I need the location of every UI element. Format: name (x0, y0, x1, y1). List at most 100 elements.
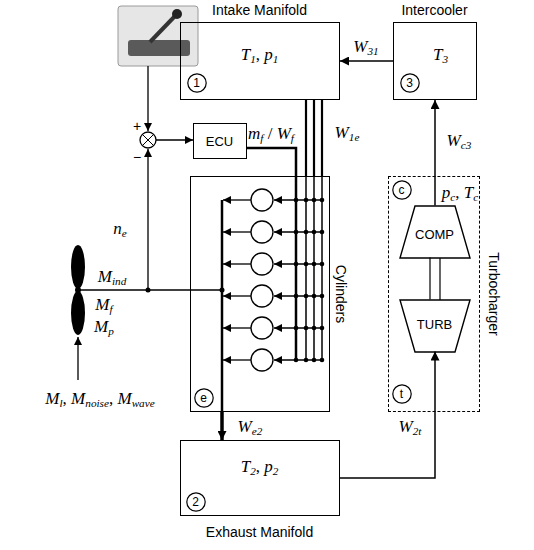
subscript-part: 3 (442, 52, 448, 64)
symbol-part: T (433, 44, 442, 63)
box-label: ECU (206, 134, 233, 147)
propeller-blade (71, 291, 85, 335)
text-part (113, 389, 117, 408)
subscript-part: 31 (367, 45, 378, 57)
shaft-line (429, 258, 430, 300)
subscript-part: e2 (252, 425, 263, 437)
signal-label: ne (113, 220, 126, 237)
symbol-part: p (264, 44, 273, 63)
text-part: , (455, 183, 459, 202)
intercooler-box: IntercoolerT33 (393, 22, 477, 100)
subscript-part: ind (112, 275, 126, 287)
box-heading: Cylinders (334, 264, 348, 322)
text-part: / (268, 124, 273, 143)
load-torque-wire (77, 337, 78, 380)
subscript-part: 2 (250, 464, 256, 476)
flow-line (313, 100, 315, 176)
callout-number: 1 (193, 77, 200, 89)
symbol-part: p (442, 183, 451, 202)
flow-arrow (434, 100, 436, 206)
sign-label: − (133, 150, 141, 164)
symbol-part: m (248, 124, 260, 143)
manifold-box: Intake ManifoldT1, p11 (180, 22, 340, 100)
callout-number: t (400, 388, 403, 400)
text-part: , (256, 44, 260, 63)
box-heading: Intercooler (401, 3, 467, 17)
torque-bus (221, 200, 224, 412)
fuel-line (247, 148, 296, 176)
symbol-part: M (71, 389, 85, 408)
flow-label: Wc3 (447, 132, 472, 149)
shaft-line (439, 258, 440, 300)
subscript-part: 1e (349, 131, 360, 143)
text-part (67, 389, 71, 408)
compressor-trapezoid: COMP (400, 206, 470, 258)
subscript-part: e (122, 227, 127, 239)
symbol-part: M (98, 267, 112, 286)
subscript-part: 2t (413, 425, 422, 437)
symbol-part: W (447, 131, 461, 150)
flow-arrow (220, 412, 224, 440)
subscript-part: wave (132, 397, 155, 409)
turbine-trapezoid: TURB (400, 300, 470, 352)
box-heading: Turbocharger (487, 252, 501, 336)
signal-label: Mind (98, 268, 127, 285)
symbol-part: T (241, 44, 250, 63)
cylinder-row (223, 317, 324, 339)
subscript-part: f (260, 132, 263, 144)
flow-label: W1e (335, 124, 360, 141)
callout-ring (392, 384, 410, 402)
box-label: COMP (415, 227, 454, 240)
flow-label: W31 (353, 38, 378, 55)
throttle-knob (172, 9, 182, 19)
cylinders-box: Cylinderse (190, 176, 330, 412)
signal-label: Ml, Mnoise, Mwave (45, 390, 154, 407)
sign-label: + (133, 119, 141, 133)
callout-circle: 1 (187, 73, 207, 93)
cylinder-row (223, 285, 324, 307)
state-variable: T3 (433, 45, 448, 62)
callout-ring (186, 492, 204, 510)
cylinder-row (223, 349, 324, 371)
subscript-part: f (110, 303, 113, 315)
callout-circle: 2 (186, 492, 206, 512)
subscript-part: f (291, 132, 294, 144)
controller-box: ECU (193, 123, 247, 159)
trapezoid-outline (400, 300, 470, 352)
subscript-part: c (450, 191, 455, 203)
callout-number: 2 (192, 496, 199, 508)
symbol-part: n (113, 219, 122, 238)
symbol-part: M (45, 389, 59, 408)
symbol-part: W (399, 417, 413, 436)
subscript-part: l (59, 397, 62, 409)
state-variable: pc, Tc (442, 184, 478, 201)
cylinder-row (223, 253, 324, 275)
symbol-part: M (117, 389, 131, 408)
callout-circle: e (194, 388, 214, 408)
subscript-part: noise (85, 397, 109, 409)
turbocharger-group: TurbochargerCOMPcTURBt (388, 176, 480, 412)
air-bus (305, 176, 307, 360)
intake-wire (321, 100, 323, 176)
subscript-part: p (108, 325, 114, 337)
callout-circle: c (392, 180, 412, 200)
callout-ring (392, 180, 410, 198)
junction-cross (142, 134, 153, 145)
text-part (460, 183, 464, 202)
symbol-part: W (335, 123, 349, 142)
callout-ring (187, 73, 205, 91)
text-part: , (63, 389, 67, 408)
flow-label: W2t (399, 418, 422, 435)
trapezoid-outline (400, 206, 470, 258)
subscript-part: 2 (273, 464, 279, 476)
junction-cross (142, 134, 153, 145)
signal-label: Mp (94, 318, 114, 335)
throttle-photo (118, 6, 198, 66)
air-bus (321, 176, 323, 360)
symbol-part: W (353, 37, 367, 56)
symbol-part: W (238, 417, 252, 436)
text-part (263, 124, 267, 143)
manifold-box: Exhaust ManifoldT2, p22 (180, 440, 340, 516)
symbol-part: p (264, 456, 273, 475)
